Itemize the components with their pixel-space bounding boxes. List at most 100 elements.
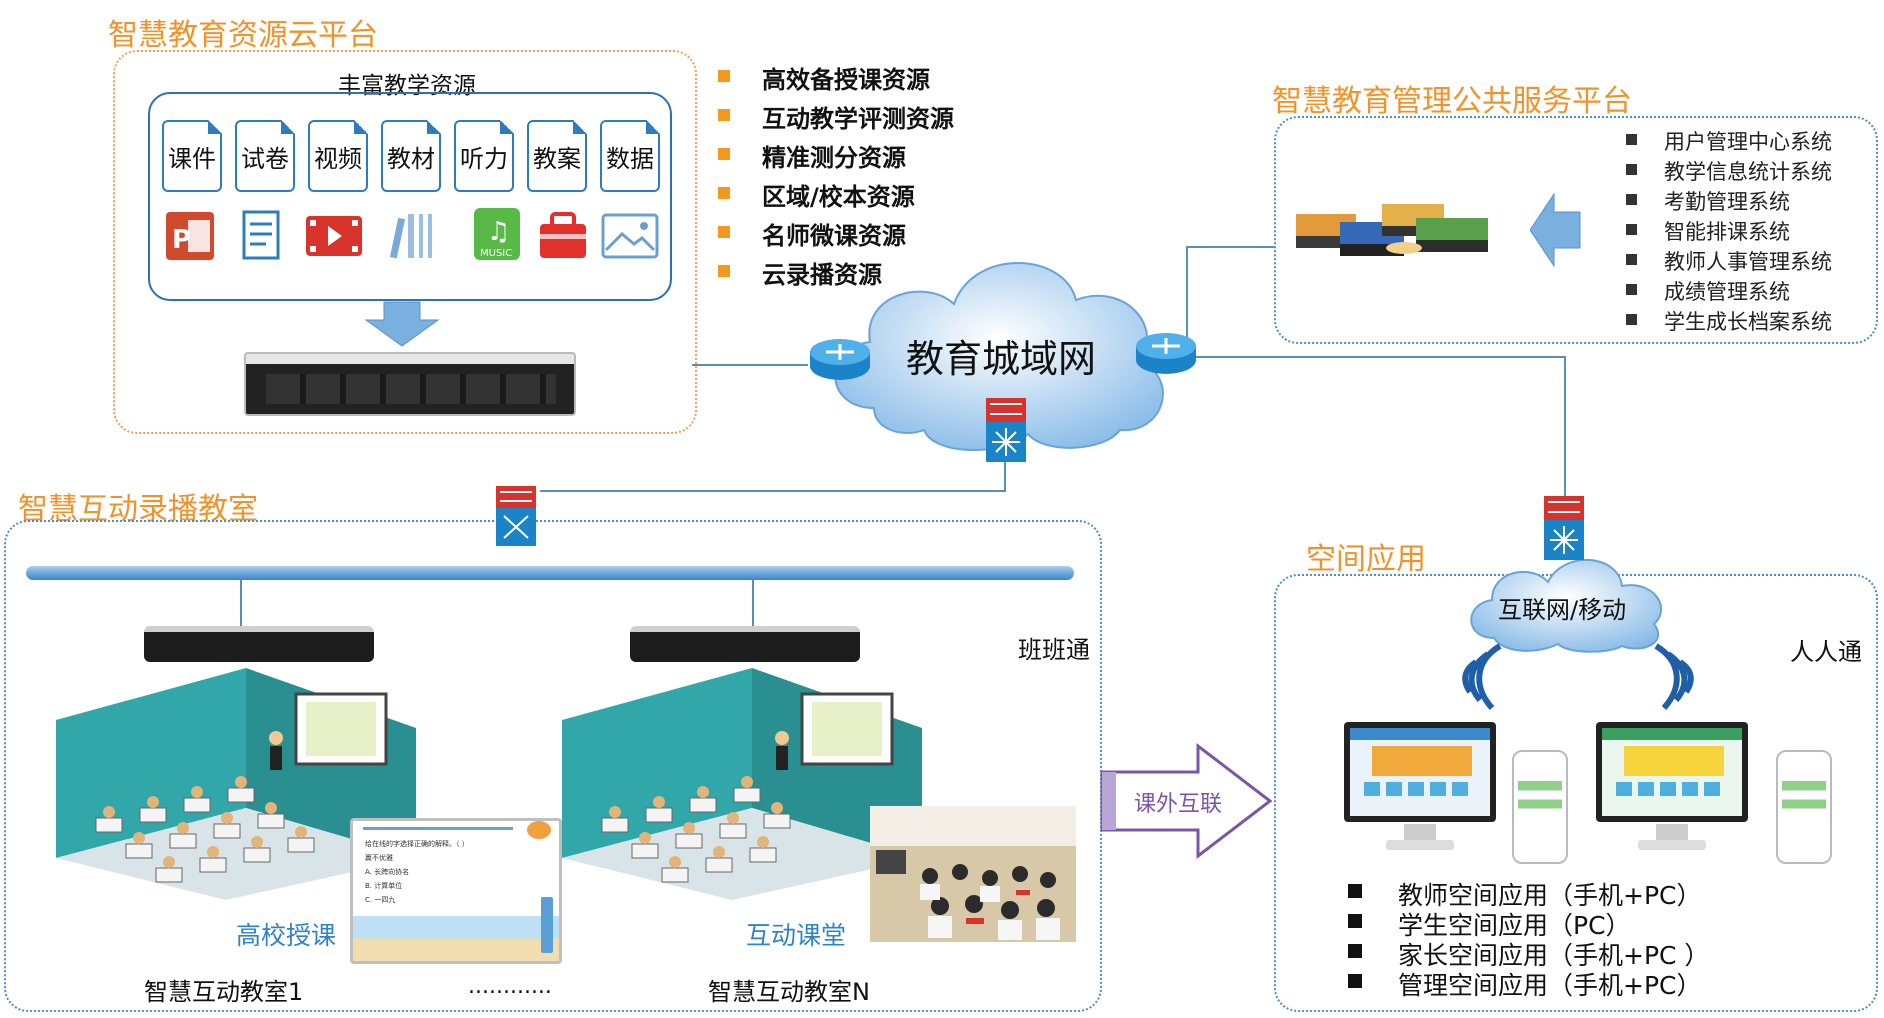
link-line [240, 580, 242, 626]
rich-resources-title: 丰富教学资源 [338, 73, 476, 99]
quiz-line: B. 计算单位 [365, 882, 403, 890]
cloud-platform-title: 智慧教育资源云平台 [108, 18, 378, 53]
system-item: 成绩管理系统 [1626, 276, 1832, 306]
mgmt-platform-panel [1274, 116, 1878, 344]
phone-screen [1518, 766, 1562, 842]
feature-item: 名师微课资源 [718, 216, 954, 255]
mgmt-platform-title: 智慧教育管理公共服务平台 [1272, 84, 1632, 119]
bird-icon [527, 821, 551, 839]
router-icon [810, 339, 870, 380]
toolbox-icon [540, 212, 586, 258]
room1-label: 智慧互动教室1 [144, 978, 304, 1006]
image-icon [601, 213, 659, 259]
system-item: 教师人事管理系统 [1626, 246, 1832, 276]
cloud-platform-panel [113, 50, 697, 434]
books-icon [389, 214, 432, 259]
network-switch-icon [496, 486, 536, 546]
quiz-line: 赢不优雅 [365, 854, 393, 862]
recording-host [630, 626, 860, 662]
classroom-illustration [56, 668, 416, 900]
link-line [692, 364, 808, 366]
link-line [1186, 246, 1274, 248]
roomn-label: 智慧互动教室N [708, 978, 870, 1006]
recording-host [144, 626, 374, 662]
down-arrow-icon [364, 301, 440, 347]
link-line [752, 580, 754, 626]
feature-item: 云录播资源 [718, 255, 954, 294]
quiz-screen: 给在线的字选择正确的解释。（ ） 赢不优雅 A. 长跨向协名 B. 计算单位 C… [350, 818, 562, 964]
feature-list: 高效备授课资源 互动教学评测资源 精准测分资源 区域/校本资源 名师微课资源 云… [718, 60, 954, 294]
link-line [1564, 356, 1566, 496]
doc-tile: 视频 [308, 120, 368, 192]
doc-label: 数据 [606, 144, 654, 173]
room1-caption: 高校授课 [236, 921, 337, 950]
banbantong-label: 班班通 [1018, 636, 1090, 664]
space-app-item: 教师空间应用（手机+PC） [1348, 876, 1709, 910]
rack-server [244, 352, 576, 416]
metro-network-label: 教育城域网 [906, 337, 1097, 381]
network-switch-icon [1544, 496, 1584, 560]
powerpoint-icon: P [166, 212, 214, 260]
monitor-icon [1596, 722, 1748, 850]
feature-item: 高效备授课资源 [718, 60, 954, 99]
space-title: 空间应用 [1306, 542, 1426, 577]
quiz-line: A. 长跨向协名 [365, 868, 410, 876]
feature-item: 互动教学评测资源 [718, 99, 954, 138]
doc-tile: 教案 [527, 120, 587, 192]
link-line [540, 490, 1006, 492]
monitor-icon [1344, 722, 1496, 850]
system-item: 考勤管理系统 [1626, 186, 1832, 216]
phone-icon [1512, 750, 1568, 864]
metro-network-cloud [834, 262, 1164, 451]
network-switch-icon [986, 398, 1026, 462]
doc-tile: 试卷 [235, 120, 295, 192]
right-arrow-icon [1100, 742, 1273, 860]
wireless-signal-icon [1654, 643, 1694, 711]
wireless-signal-icon [1462, 643, 1502, 711]
phone-screen [1782, 766, 1826, 842]
arrow-label: 课外互联 [1134, 792, 1223, 817]
doc-tile: 听力 [454, 120, 514, 192]
link-line [1004, 460, 1006, 492]
space-app-item: 家长空间应用（手机+PC ） [1348, 936, 1709, 970]
doc-label: 课件 [168, 144, 216, 173]
room2-caption: 互动课堂 [746, 921, 847, 950]
phone-icon [1776, 750, 1832, 864]
music-icon: ♫ MUSIC [474, 208, 520, 260]
quiz-text: 给在线的字选择正确的解释。（ ） 赢不优雅 A. 长跨向协名 B. 计算单位 C… [365, 837, 469, 907]
doc-tile: 教材 [381, 120, 441, 192]
document-scroll-icon [242, 210, 280, 260]
link-line [1186, 246, 1188, 346]
quiz-line: 给在线的字选择正确的解释。（ ） [365, 840, 469, 848]
video-film-icon [306, 216, 362, 256]
ellipsis-label: ............ [468, 974, 552, 999]
feature-item: 精准测分资源 [718, 138, 954, 177]
space-app-item: 学生空间应用（PC） [1348, 906, 1709, 940]
system-item: 用户管理中心系统 [1626, 126, 1832, 156]
system-item: 学生成长档案系统 [1626, 306, 1832, 336]
system-item: 智能排课系统 [1626, 216, 1832, 246]
space-app-list: 教师空间应用（手机+PC） 学生空间应用（PC） 家长空间应用（手机+PC ） … [1348, 876, 1709, 1000]
svg-text:MUSIC: MUSIC [480, 248, 512, 259]
space-app-item: 管理空间应用（手机+PC） [1348, 966, 1709, 1000]
doc-label: 试卷 [241, 144, 289, 173]
classroom-illustration [562, 668, 922, 900]
link-line [1186, 356, 1564, 358]
doc-tile: 数据 [600, 120, 660, 192]
internet-cloud [1470, 559, 1663, 653]
renrentong-label: 人人通 [1790, 638, 1862, 666]
doc-label: 教案 [533, 144, 581, 173]
doc-label: 听力 [460, 144, 508, 173]
left-arrow-icon [1530, 192, 1581, 268]
mgmt-system-list: 用户管理中心系统 教学信息统计系统 考勤管理系统 智能排课系统 教师人事管理系统… [1626, 126, 1832, 336]
doc-tile: 课件 [162, 120, 222, 192]
server-cluster-icon [1296, 204, 1488, 256]
rich-resources-box [148, 92, 672, 301]
quiz-toolbar [541, 897, 553, 953]
doc-label: 教材 [387, 144, 435, 173]
feature-item: 区域/校本资源 [718, 177, 954, 216]
svg-text:♫: ♫ [487, 217, 510, 247]
system-item: 教学信息统计系统 [1626, 156, 1832, 186]
classroom-panel [4, 520, 1102, 1012]
quiz-header-bar [363, 827, 513, 830]
